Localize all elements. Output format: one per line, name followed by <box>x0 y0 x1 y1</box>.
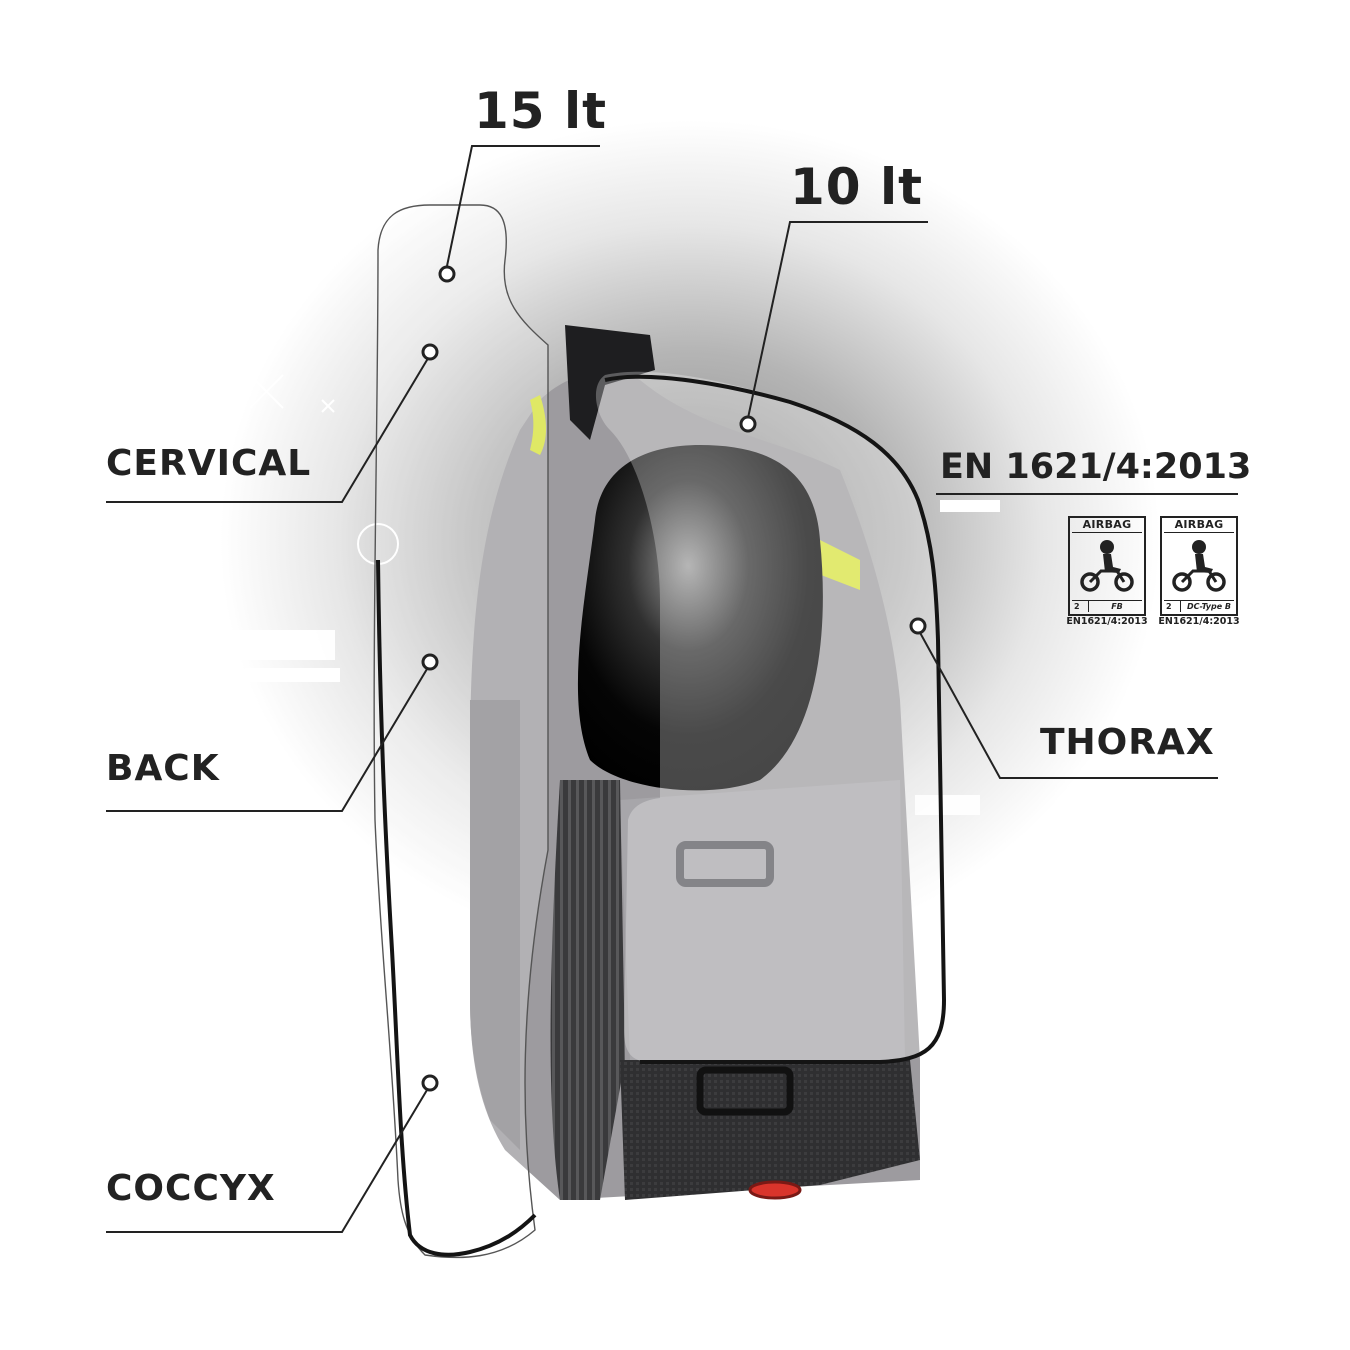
front-airbag-outline <box>595 371 945 1062</box>
badge-title: AIRBAG <box>1082 518 1132 531</box>
chest-buckle <box>676 841 774 887</box>
rear-airbag-outline <box>373 204 549 1259</box>
badge-divider <box>1164 600 1234 601</box>
badge-standard: EN1621/4:2013 <box>1066 616 1148 627</box>
badge-standard: EN1621/4:2013 <box>1158 616 1240 627</box>
arm-hole <box>577 445 823 791</box>
front-airbag-edge <box>604 374 947 1064</box>
certification-standard: EN 1621/4:2013 <box>940 447 1252 487</box>
decorative-bars <box>155 500 1000 815</box>
vest-side-shade <box>470 700 520 1150</box>
shoulder-accent <box>530 395 546 455</box>
badge-separator <box>1088 601 1089 612</box>
coccyx-label: COCCYX <box>106 1168 276 1209</box>
cervical-label: CERVICAL <box>106 443 312 484</box>
badge-type: FB <box>1111 602 1123 611</box>
front-volume-label: 10 lt <box>790 158 924 216</box>
back-label: BACK <box>106 748 220 789</box>
waist-buckle <box>696 1066 794 1116</box>
vest-front-panel <box>620 780 905 1060</box>
decorative-marks <box>249 374 1091 895</box>
rear-volume-label: 15 lt <box>474 82 608 140</box>
badge-divider <box>1164 532 1234 533</box>
certification-badge: AIRBAG 2 FB EN1621/4:2013 <box>1066 516 1148 628</box>
badge-frame <box>1160 516 1238 616</box>
lower-mesh-band <box>620 1060 920 1200</box>
motorcyclist-icon <box>1080 540 1134 592</box>
leader-lines <box>106 145 1218 1233</box>
badge-title: AIRBAG <box>1174 518 1224 531</box>
badge-type: DC-Type B <box>1186 602 1232 611</box>
badge-separator <box>1180 601 1181 612</box>
badge-divider <box>1072 532 1142 533</box>
pull-tab <box>748 1180 802 1200</box>
badge-divider <box>1072 600 1142 601</box>
badge-class: 2 <box>1166 602 1172 611</box>
certification-badge: AIRBAG 2 DC-Type B EN1621/4:2013 <box>1158 516 1240 628</box>
vest-collar <box>565 325 655 440</box>
badge-class: 2 <box>1074 602 1080 611</box>
anchor-points <box>421 265 927 1092</box>
motorcyclist-icon <box>1172 540 1226 592</box>
ribbed-side-panel <box>550 780 625 1200</box>
rear-airbag-edge <box>376 559 537 1257</box>
badge-frame <box>1068 516 1146 616</box>
thorax-label: THORAX <box>1040 722 1215 763</box>
